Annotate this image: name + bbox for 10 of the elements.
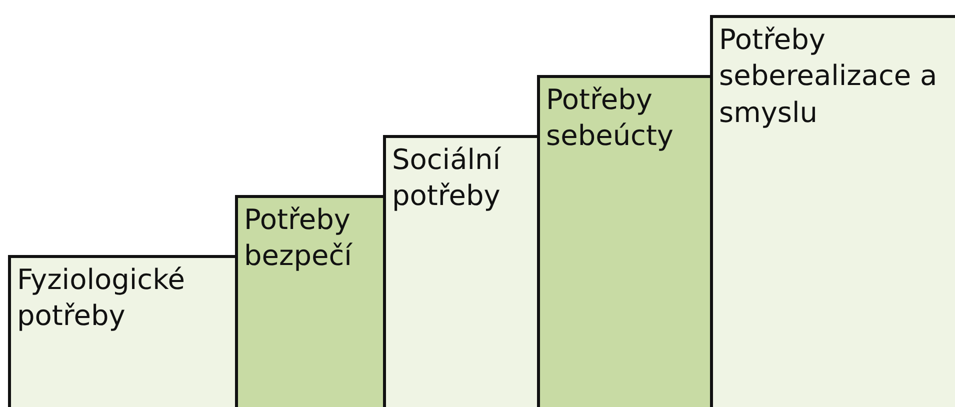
step-label: Fyziologické potřeby: [17, 262, 186, 334]
step-label: Sociální potřeby: [392, 142, 502, 214]
stair-step: [710, 15, 955, 407]
stair-step: [235, 195, 386, 407]
step-label: Potřeby seberealizace a smyslu: [719, 22, 938, 131]
step-label: Potřeby sebeúcty: [546, 82, 675, 154]
stair-step: [537, 75, 713, 407]
step-label: Potřeby bezpečí: [244, 202, 354, 274]
stair-step: [8, 255, 238, 407]
stair-step: [383, 135, 540, 407]
